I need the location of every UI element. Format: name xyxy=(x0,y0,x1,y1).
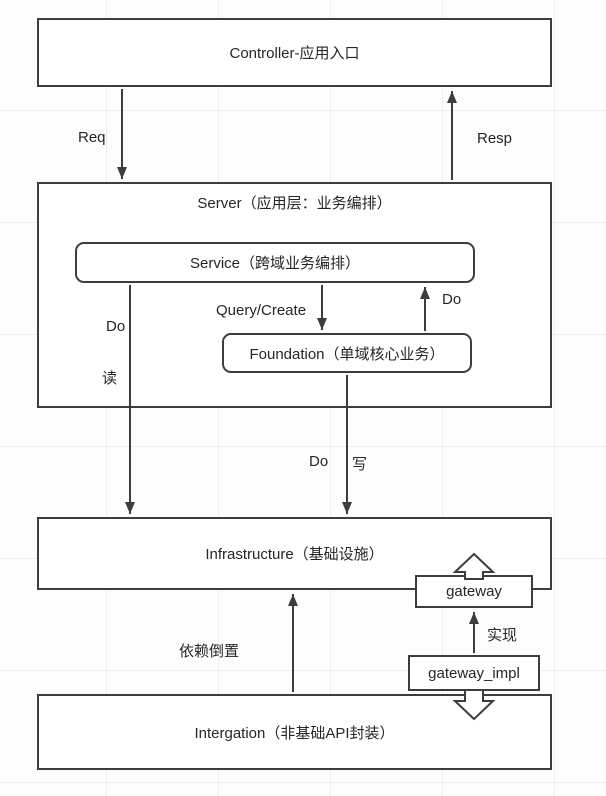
gateway-impl-label: gateway_impl xyxy=(428,664,520,682)
req-label: Req xyxy=(78,129,106,146)
do-write-label: Do xyxy=(309,453,329,470)
integration-label: Intergation（非基础API封装） xyxy=(194,724,395,742)
query-create-label: Query/Create xyxy=(216,302,307,319)
read-label: 读 xyxy=(102,370,118,387)
gateway-box: gateway xyxy=(415,575,533,608)
foundation-label: Foundation（单域核心业务） xyxy=(249,345,445,363)
resp-label: Resp xyxy=(477,130,513,147)
service-label: Service（跨域业务编排） xyxy=(189,255,361,272)
server-label: Server（应用层：业务编排） xyxy=(197,195,392,212)
infrastructure-label: Infrastructure（基础设施） xyxy=(205,546,384,563)
controller-label: Controller-应用入口 xyxy=(229,45,360,62)
do-up-label: Do xyxy=(442,291,462,308)
gateway-impl-box: gateway_impl xyxy=(408,655,540,691)
do-read-label: Do xyxy=(106,318,126,335)
implement-label: 实现 xyxy=(487,627,518,644)
write-label: 写 xyxy=(352,456,368,473)
gateway-label: gateway xyxy=(446,583,502,600)
foundation-box: Foundation（单域核心业务） xyxy=(222,333,472,373)
controller-box: Controller-应用入口 xyxy=(37,18,552,87)
service-box: Service（跨域业务编排） xyxy=(75,242,475,283)
integration-box: Intergation（非基础API封装） xyxy=(37,694,552,770)
dependency-inversion-label: 依赖倒置 xyxy=(179,643,240,660)
